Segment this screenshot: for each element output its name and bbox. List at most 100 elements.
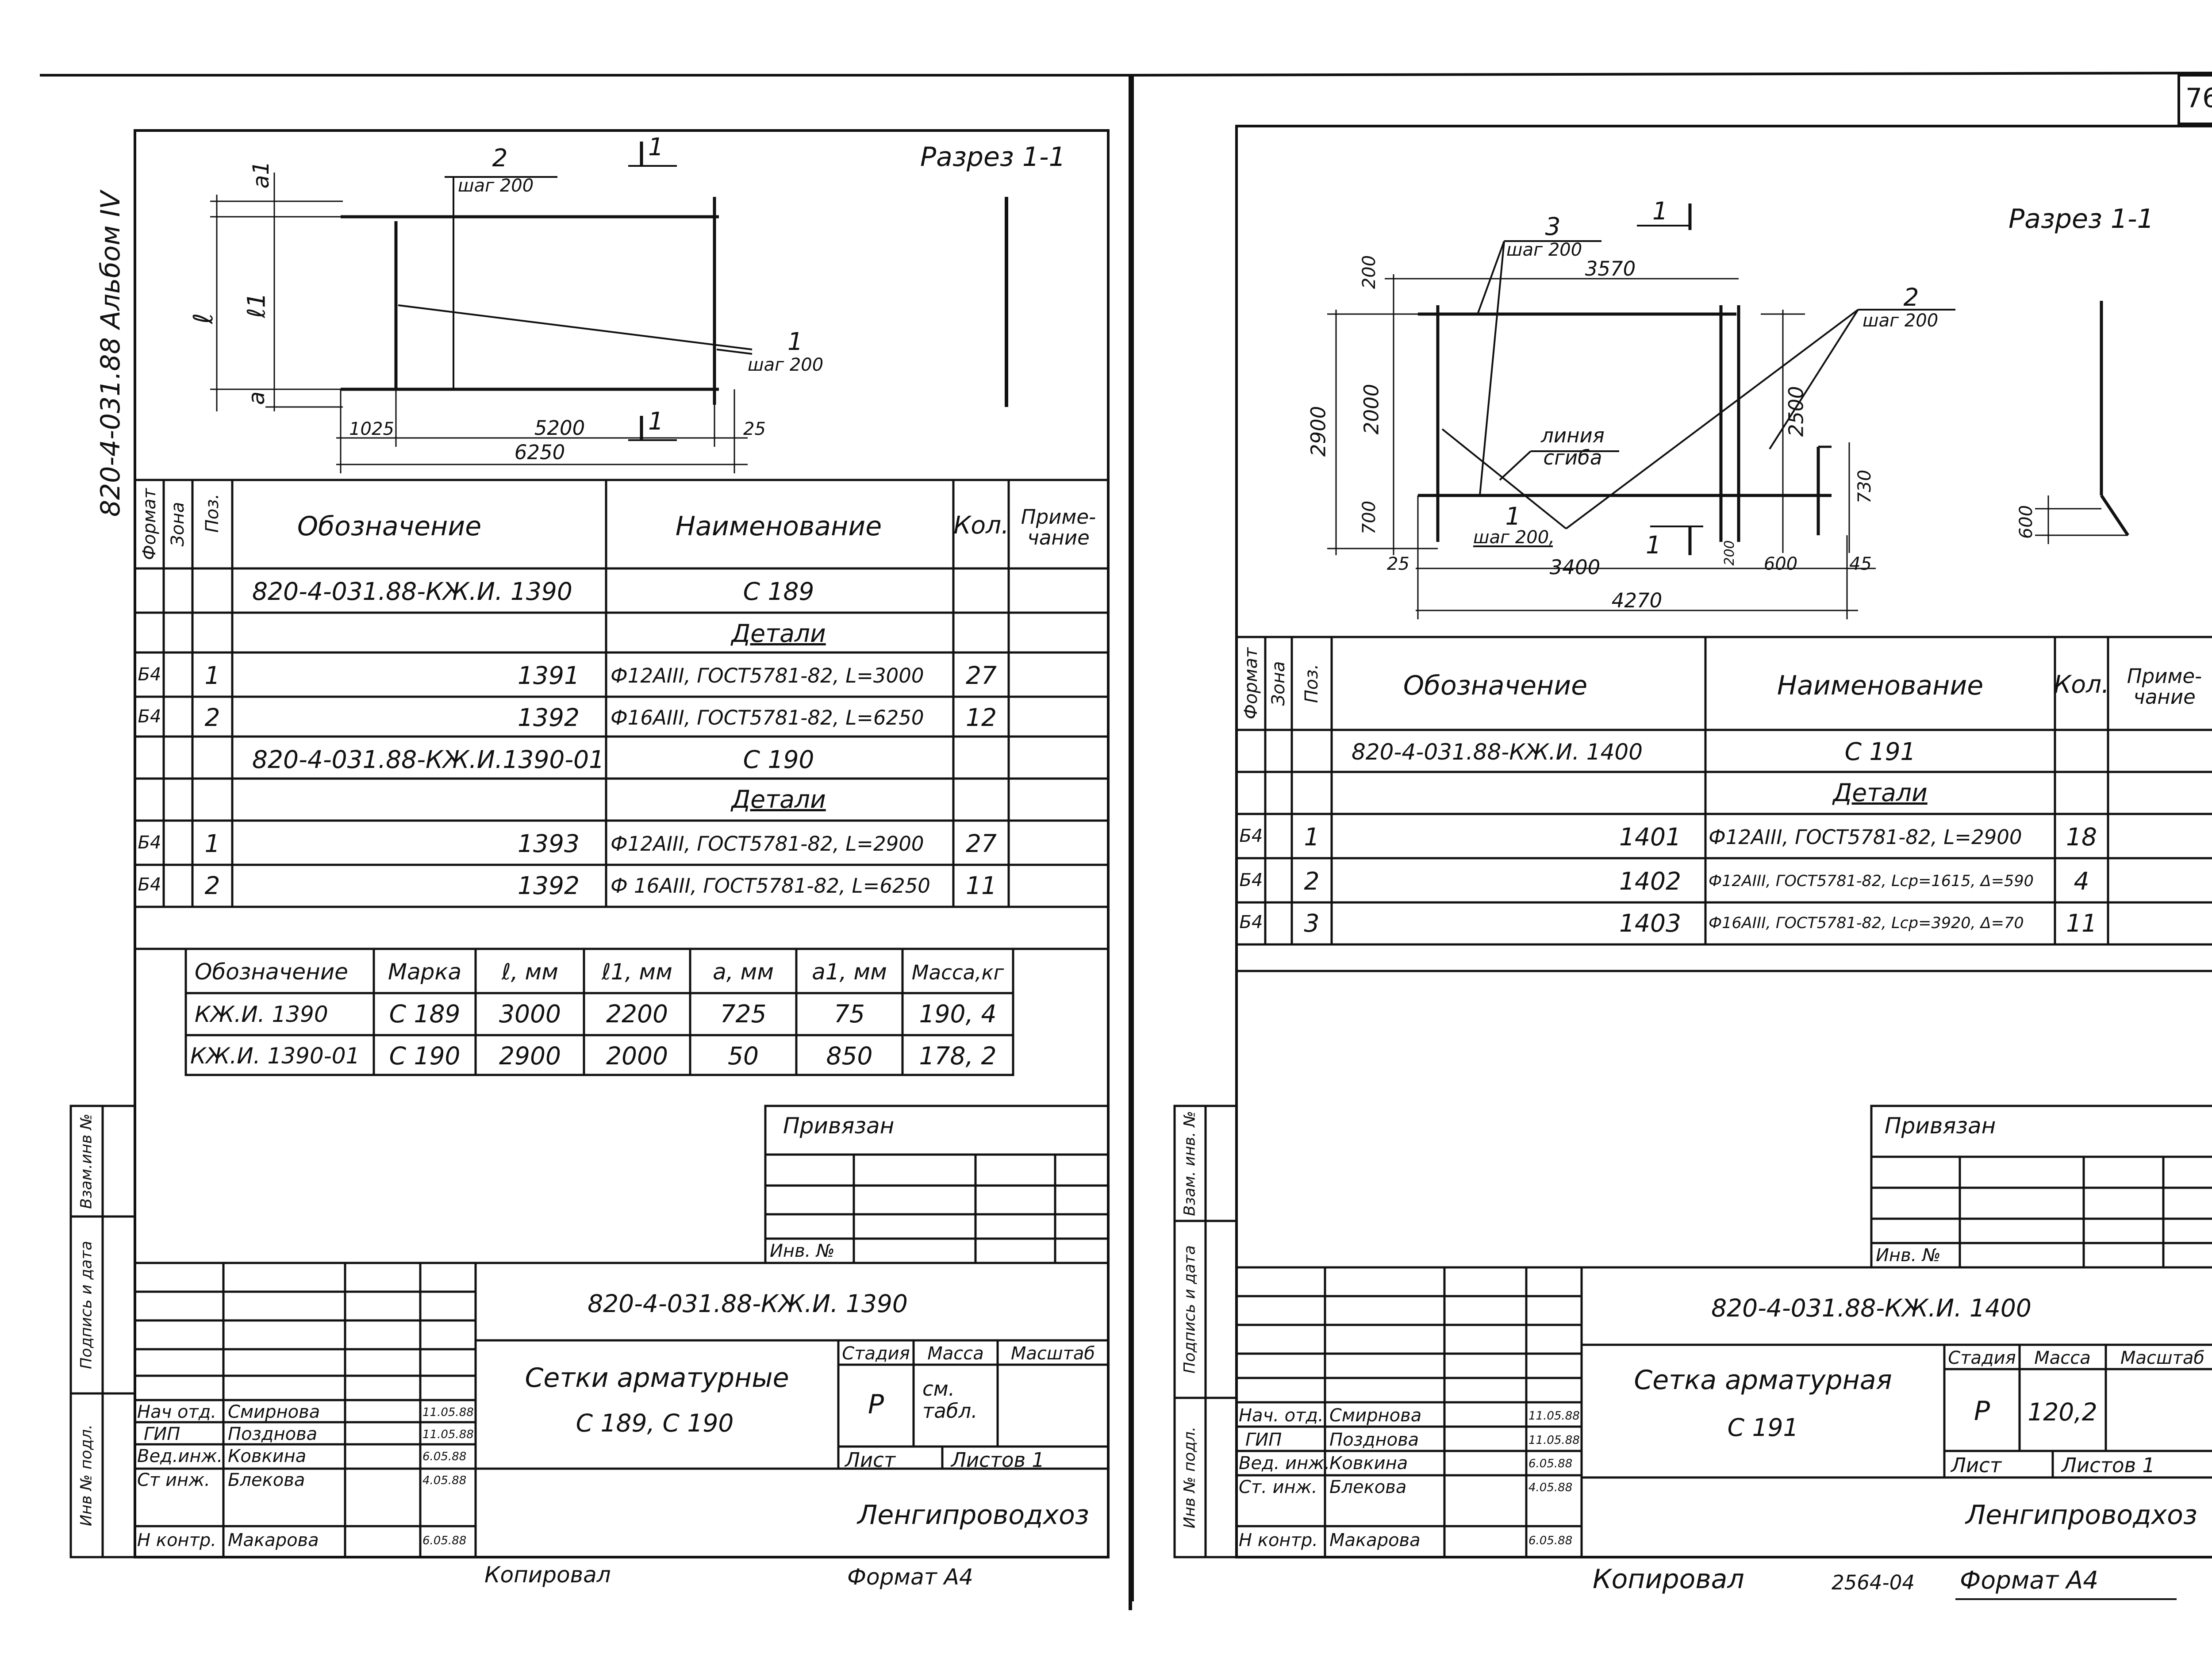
right-spec-des: 1401 xyxy=(1619,823,1681,851)
left-spec-des: 820-4-031.88-КЖ.И. 1390 xyxy=(252,577,572,606)
left-mark-cell: 2000 xyxy=(606,1042,668,1070)
left-mark-h-4: a, мм xyxy=(713,959,774,985)
right-spec-fmt: Б4 xyxy=(1239,826,1263,846)
left-side-label-2: Взам.инв № xyxy=(77,1113,96,1209)
left-spec-des: 1393 xyxy=(518,829,580,858)
right-person-date: 4.05.88 xyxy=(1528,1481,1573,1494)
left-mark-cell: 190, 4 xyxy=(919,1000,997,1028)
right-spec-h-zone: Зона xyxy=(1268,661,1289,706)
right-spec-h-format: Формат xyxy=(1241,647,1261,720)
right-spec-qty: 18 xyxy=(2066,823,2097,851)
right-person-name: Блекова xyxy=(1329,1477,1407,1497)
right-spec-des: 1403 xyxy=(1619,909,1681,937)
right-person-date: 6.05.88 xyxy=(1528,1457,1573,1470)
left-mark-cell: 2200 xyxy=(606,1000,668,1028)
left-dim-l: ℓ xyxy=(188,313,219,324)
sheet-number-box xyxy=(2177,74,2212,125)
left-linked-label: Привязан xyxy=(783,1113,895,1139)
right-spec-name: Ф12АIII, ГОСТ5781-82, L=2900 xyxy=(1709,825,2022,849)
left-spec-pos: 2 xyxy=(204,703,220,732)
right-dim-2900: 2900 xyxy=(1306,406,1330,457)
left-title-block-grid xyxy=(69,1105,1110,1558)
left-spec-des: 1392 xyxy=(518,871,580,900)
right-spec-name: Детали xyxy=(1833,779,1928,807)
right-side-label-0: Инв № подл. xyxy=(1181,1426,1199,1529)
left-spec-name: С 189 xyxy=(743,577,814,606)
right-dim-600-section: 600 xyxy=(2016,505,2036,539)
left-mark-cell: 2900 xyxy=(499,1042,561,1070)
right-person-name: Позднова xyxy=(1329,1430,1419,1450)
left-person-name: Смирнова xyxy=(228,1402,320,1422)
left-org: Ленгипроводхоз xyxy=(857,1500,1089,1531)
right-dim-4270: 4270 xyxy=(1611,589,1663,612)
right-person-date: 11.05.88 xyxy=(1528,1409,1580,1423)
left-inv-label: Инв. № xyxy=(770,1241,835,1261)
right-spec-pos: 3 xyxy=(1304,909,1320,937)
left-person-role: Ст инж. xyxy=(137,1470,210,1490)
left-dim-l1: ℓ1 xyxy=(242,292,271,318)
left-person-date: 6.05.88 xyxy=(422,1534,467,1547)
left-spec-des: 820-4-031.88-КЖ.И.1390-01 xyxy=(252,745,605,774)
right-spec-des: 820-4-031.88-КЖ.И. 1400 xyxy=(1352,739,1643,765)
left-spec-h-note: Приме-чание xyxy=(1021,505,1096,550)
left-spec-name: Детали xyxy=(731,785,826,814)
right-dim-600: 600 xyxy=(1763,554,1798,574)
right-inv-label: Инв. № xyxy=(1876,1245,1941,1266)
left-subtitle: С 189, С 190 xyxy=(576,1409,734,1437)
left-spec-des: 1391 xyxy=(518,661,580,690)
left-mark-h-3: ℓ1, мм xyxy=(602,959,672,985)
left-side-label-1: Подпись и дата xyxy=(77,1241,96,1369)
right-copy-code: 2564-04 xyxy=(1832,1571,1915,1594)
left-mark-cell: 50 xyxy=(728,1042,759,1070)
right-pos-3: 3 xyxy=(1545,212,1561,241)
right-spec-h-pos: Поз. xyxy=(1302,664,1322,703)
left-spec-pos: 2 xyxy=(204,871,220,900)
left-scale-h: Масштаб xyxy=(1010,1343,1095,1364)
right-bend-line: линия сгиба xyxy=(1541,424,1605,469)
right-person-name: Смирнова xyxy=(1329,1405,1422,1426)
left-doc-code: 820-4-031.88-КЖ.И. 1390 xyxy=(588,1289,908,1318)
left-stage: Р xyxy=(868,1389,884,1420)
left-person-role: Вед.инж. xyxy=(137,1446,223,1466)
left-dim-1025: 1025 xyxy=(349,419,394,439)
left-dim-6250: 6250 xyxy=(514,441,565,464)
left-pos-side: 1 xyxy=(787,327,803,356)
right-dim-700: 700 xyxy=(1359,500,1379,535)
right-spec-qty: 11 xyxy=(2066,909,2097,937)
right-spec-pos: 1 xyxy=(1304,823,1320,851)
left-mesh-drawing xyxy=(210,142,1008,473)
left-mass: см. табл. xyxy=(922,1377,978,1423)
right-dim-200: 200 xyxy=(1359,255,1379,289)
right-linked-label: Привязан xyxy=(1885,1113,1996,1139)
left-person-name: Ковкина xyxy=(228,1446,307,1466)
left-mass-h: Масса xyxy=(927,1343,984,1364)
right-spec-fmt: Б4 xyxy=(1239,912,1263,933)
right-person-role: ГИП xyxy=(1245,1430,1282,1450)
left-section-title: Разрез 1-1 xyxy=(920,142,1066,173)
left-step-top: шаг 200 xyxy=(458,176,534,196)
left-mark-cell: 850 xyxy=(826,1042,873,1070)
right-step-2: шаг 200 xyxy=(1863,311,1939,331)
left-mark-cell: КЖ.И. 1390-01 xyxy=(190,1043,360,1069)
left-spec-name: С 190 xyxy=(743,745,814,774)
right-step-3: шаг 200 xyxy=(1506,240,1582,260)
left-mark-cell: 3000 xyxy=(499,1000,561,1028)
left-person-date: 11.05.88 xyxy=(422,1428,474,1441)
left-pos-top: 2 xyxy=(492,144,508,172)
left-side-label-0: Инв № подл. xyxy=(77,1424,96,1527)
left-person-role: Нач отд. xyxy=(137,1402,217,1422)
right-copied-label: Копировал xyxy=(1593,1564,1744,1595)
left-spec-fmt: Б4 xyxy=(138,664,161,685)
right-dim-730: 730 xyxy=(1855,469,1875,504)
left-mark-h-0: Обозначение xyxy=(195,959,348,985)
right-spec-pos: 2 xyxy=(1304,867,1320,895)
left-spec-name: Ф 16АIII, ГОСТ5781-82, L=6250 xyxy=(611,874,930,898)
right-title-block-grid xyxy=(1173,1105,2212,1558)
left-mark-h-2: ℓ, мм xyxy=(502,959,558,985)
right-dim-200b: 200 xyxy=(1722,540,1737,566)
right-spec-h-qty: Кол. xyxy=(2054,670,2109,698)
left-spec-name: Ф12АIII, ГОСТ5781-82, L=2900 xyxy=(611,832,924,856)
right-sheet-h: Лист xyxy=(1951,1454,2002,1477)
right-cut-mark-top: 1 xyxy=(1652,197,1668,225)
right-title: Сетка арматурная xyxy=(1634,1365,1892,1396)
